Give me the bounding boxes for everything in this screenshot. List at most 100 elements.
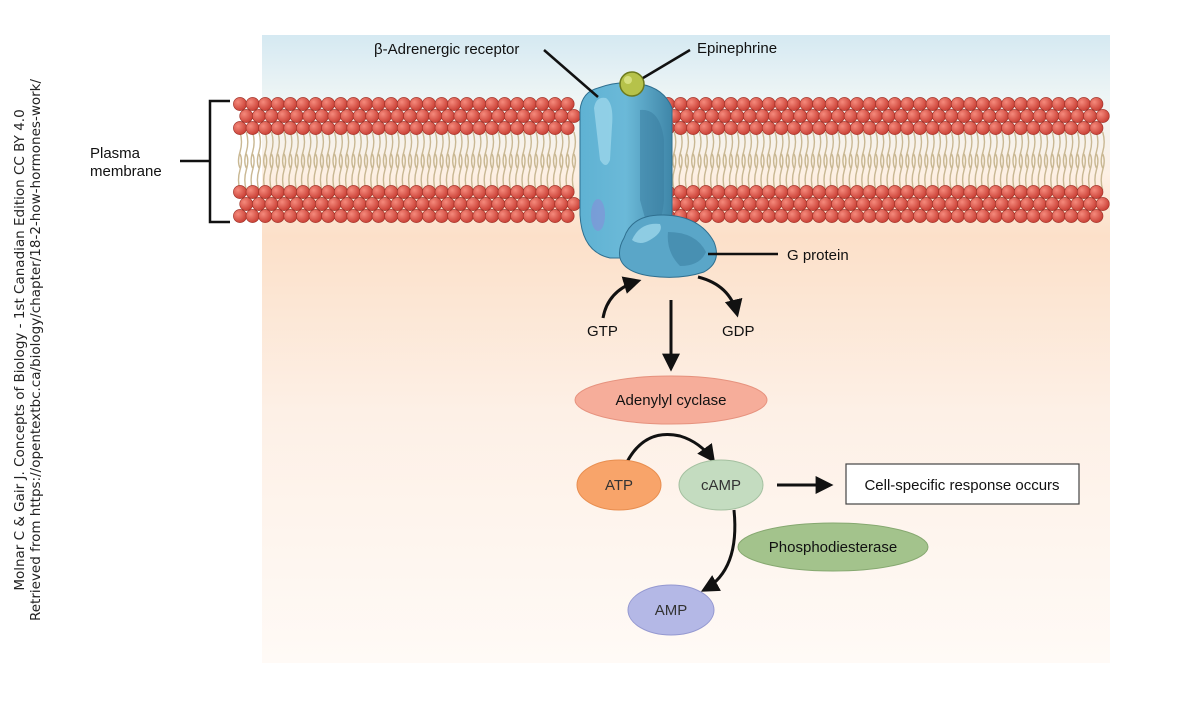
phospholipid-head <box>1039 185 1053 199</box>
phospholipid-head <box>724 121 738 135</box>
phospholipid-head <box>850 185 864 199</box>
phospholipid-head <box>925 209 940 223</box>
phospholipid-head <box>428 197 443 211</box>
phospholipid-head <box>548 209 562 223</box>
phospholipid-head <box>409 121 424 135</box>
phospholipid-head <box>837 121 852 135</box>
phospholipid-head <box>308 185 323 199</box>
camp-label: cAMP <box>701 477 741 494</box>
phospholipid-head <box>459 209 474 223</box>
phospholipid-head <box>698 97 713 111</box>
phospholipid-head <box>812 209 827 223</box>
phospholipid-head <box>371 185 386 199</box>
phospholipid-head <box>944 197 959 211</box>
phospholipid-head <box>995 197 1009 211</box>
phospholipid-head <box>434 185 449 199</box>
phospholipid-head <box>843 109 858 123</box>
phospholipid-head <box>377 197 392 211</box>
phospholipid-head <box>560 97 575 111</box>
phospholipid-head <box>698 185 713 199</box>
phospholipid-head <box>522 97 537 111</box>
phospholipid-head <box>831 109 845 123</box>
phospholipid-head <box>434 209 449 223</box>
phospholipid-head <box>258 185 273 199</box>
phospholipid-head <box>510 209 525 223</box>
phospholipid-head <box>1039 209 1053 223</box>
phospholipid-head <box>673 185 688 199</box>
phospholipid-head <box>422 121 436 135</box>
phospholipid-head <box>478 197 493 211</box>
phospholipid-head <box>743 197 757 211</box>
phospholipid-head <box>761 209 776 223</box>
phospholipid-head <box>913 185 927 199</box>
phospholipid-head <box>529 109 543 123</box>
phospholipid-head <box>1076 97 1091 111</box>
phospholipid-head <box>497 185 512 199</box>
phospholipid-head <box>396 209 411 223</box>
phospholipid-head <box>711 121 726 135</box>
phospholipid-head <box>1051 121 1066 135</box>
phospholipid-head <box>245 209 260 223</box>
phospholipid-head <box>900 209 915 223</box>
phospholipid-head <box>359 97 373 111</box>
phospholipid-head <box>289 109 304 123</box>
phospholipid-head <box>245 185 260 199</box>
phospholipid-head <box>233 185 247 199</box>
phospholipid-head <box>869 197 883 211</box>
phospholipid-head <box>422 97 436 111</box>
phospholipid-head <box>862 185 877 199</box>
phospholipid-head <box>730 197 745 211</box>
phospholipid-head <box>988 121 1003 135</box>
phospholipid-head <box>258 121 273 135</box>
phospholipid-head <box>485 209 499 223</box>
phospholipid-head <box>340 197 354 211</box>
phospholipid-head <box>824 121 839 135</box>
phospholipid-head <box>1051 97 1066 111</box>
phospholipid-head <box>447 121 462 135</box>
phospholipid-head <box>963 121 978 135</box>
phospholipid-head <box>850 121 864 135</box>
phospholipid-head <box>950 121 965 135</box>
phospholipid-head <box>409 97 424 111</box>
credit-text: Molnar C & Gair J. Concepts of Biology -… <box>12 79 44 621</box>
phospholipid-head <box>548 97 562 111</box>
phospholipid-head <box>472 185 487 199</box>
phospholipid-head <box>541 197 556 211</box>
camp-to-amp-arrow <box>700 509 737 592</box>
phospholipid-head <box>264 197 279 211</box>
phospholipid-head <box>787 185 801 199</box>
phospholipid-head <box>705 109 719 123</box>
phospholipid-head <box>1020 109 1034 123</box>
phospholipid-head <box>510 97 525 111</box>
phospholipid-head <box>428 109 443 123</box>
phospholipid-head <box>736 209 751 223</box>
phospholipid-head <box>503 197 518 211</box>
phospholipid-head <box>793 197 808 211</box>
phospholipid-head <box>371 209 386 223</box>
phospholipid-head <box>472 121 487 135</box>
phospholipid-head <box>258 209 273 223</box>
phospholipid-head <box>749 121 764 135</box>
phospholipid-head <box>913 209 927 223</box>
plasma-membrane-bracket <box>180 99 230 224</box>
phospholipid-head <box>245 121 260 135</box>
phospholipid-head <box>270 97 285 111</box>
phospholipid-head <box>258 97 273 111</box>
phospholipid-head <box>1058 197 1072 211</box>
phospholipid-head <box>919 197 934 211</box>
phospholipid-head <box>862 121 877 135</box>
phospholipid-head <box>277 109 291 123</box>
phospholipid-head <box>390 109 405 123</box>
phospholipid-head <box>283 209 298 223</box>
phospholipid-head <box>780 197 795 211</box>
phospholipid-head <box>422 209 436 223</box>
phospholipid-head <box>409 185 424 199</box>
phospholipid-head <box>887 97 902 111</box>
phospholipid-head <box>548 185 562 199</box>
phospholipid-head <box>1013 121 1028 135</box>
phospholipid-head <box>497 209 512 223</box>
g-protein-label: G protein <box>787 247 849 264</box>
phospholipid-head <box>887 185 902 199</box>
phospholipid-head <box>736 97 751 111</box>
phospholipid-head <box>396 185 411 199</box>
